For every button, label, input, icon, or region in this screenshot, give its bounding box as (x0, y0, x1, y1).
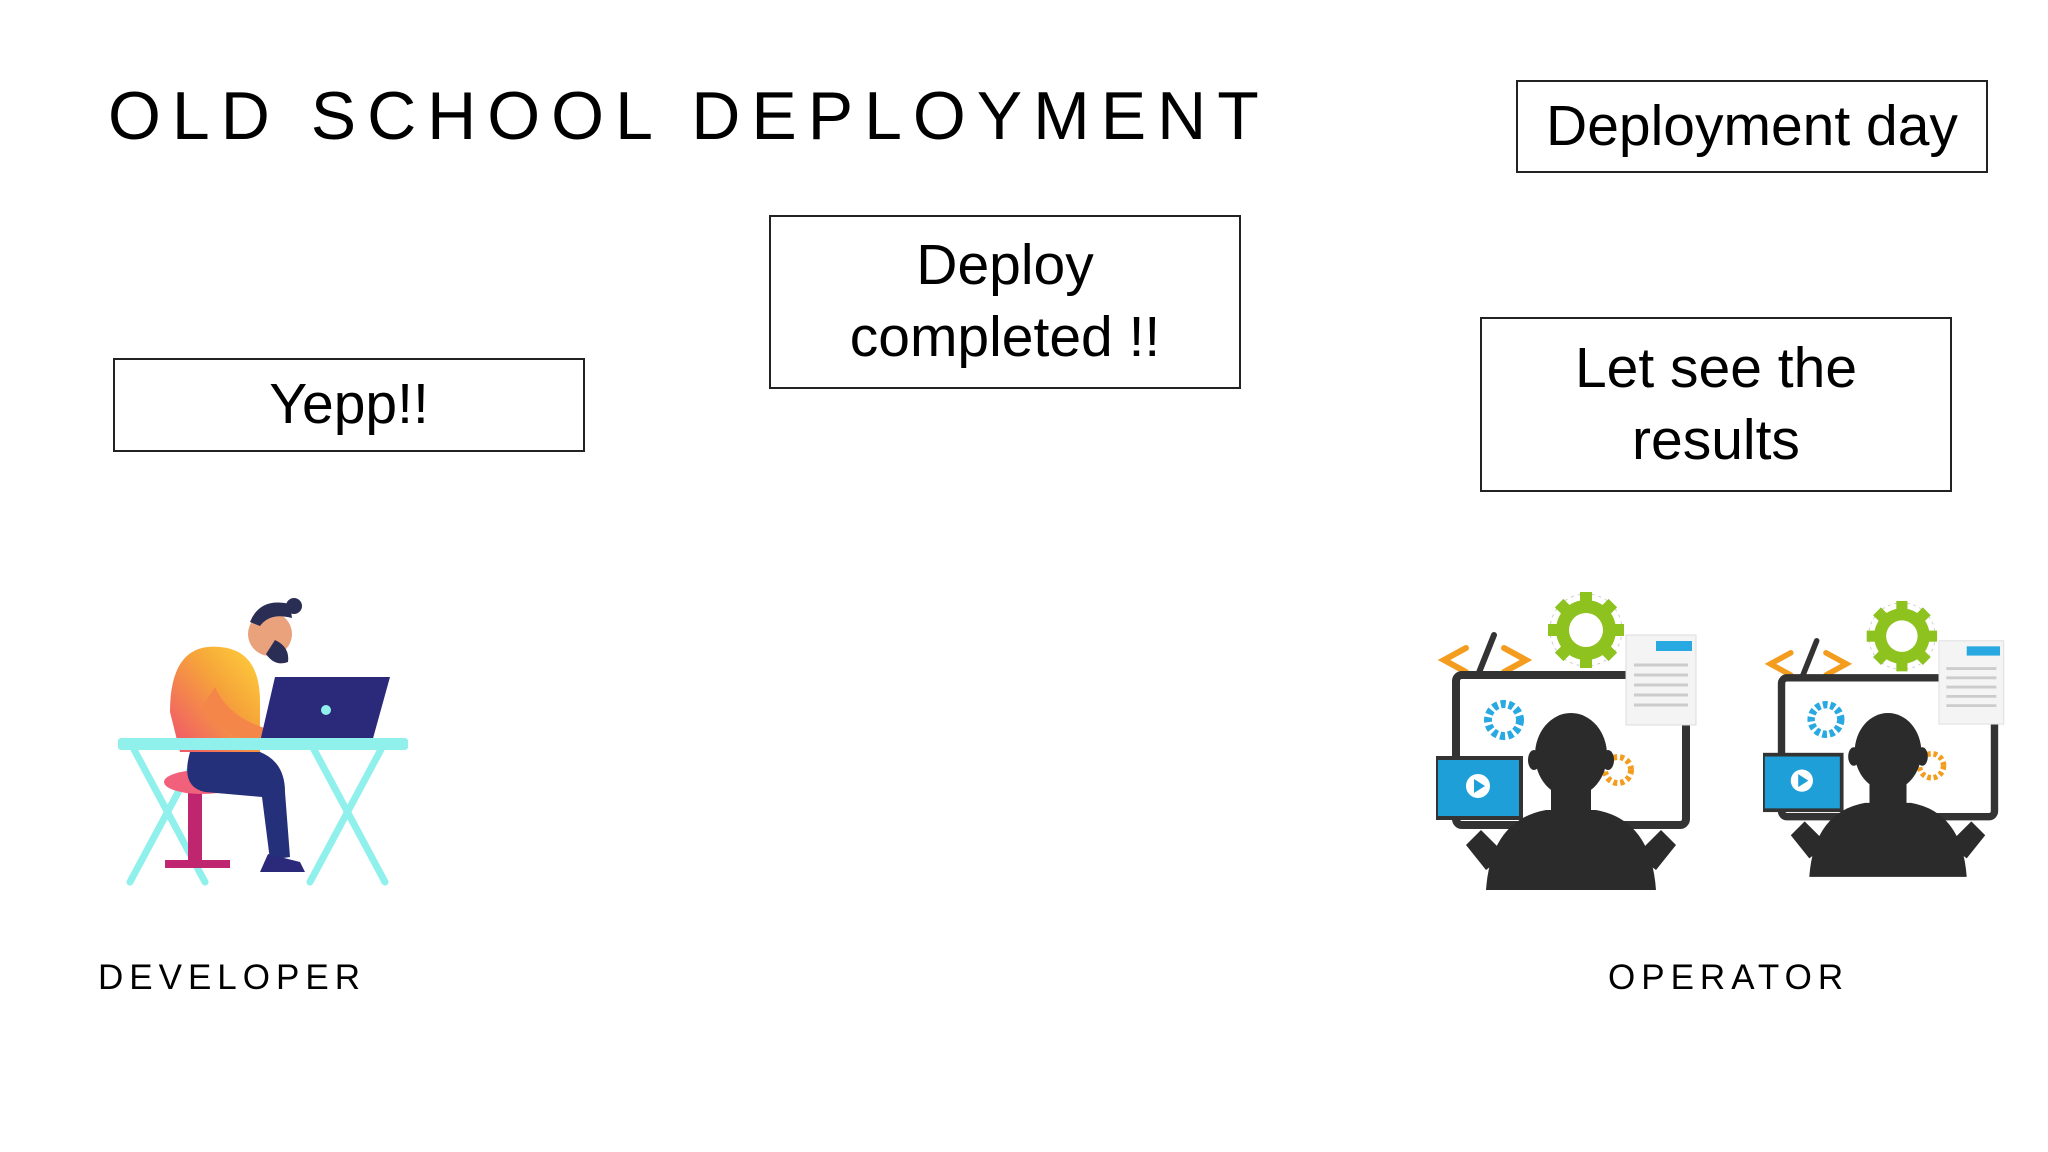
video-player-icon (1436, 756, 1523, 820)
yepp-callout: Yepp!! (113, 358, 585, 452)
operator-illustration-secondary (1763, 600, 2005, 877)
slide-title: OLD SCHOOL DEPLOYMENT (108, 78, 1270, 154)
deployment-day-text: Deployment day (1546, 93, 1958, 158)
developer-role-label: DEVELOPER (98, 958, 366, 997)
results-callout: Let see the results (1480, 317, 1952, 492)
deploy-completed-text: Deploy completed !! (849, 233, 1161, 369)
developer-illustration (118, 598, 408, 886)
html-document-icon (1625, 634, 1697, 726)
gear-icon (1548, 592, 1624, 668)
operator-role-label: OPERATOR (1608, 958, 1850, 997)
results-text: Let see the results (1574, 335, 1858, 472)
deploy-completed-callout: Deploy completed !! (769, 215, 1241, 389)
operator-illustration (1436, 592, 1697, 890)
yepp-text: Yepp!! (269, 372, 429, 437)
deployment-day-callout: Deployment day (1516, 80, 1988, 173)
